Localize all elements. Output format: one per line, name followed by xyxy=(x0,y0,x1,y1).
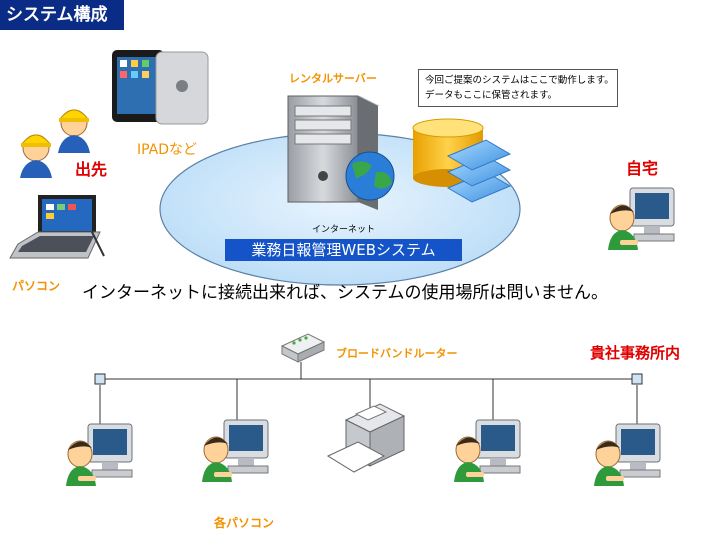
lan-network xyxy=(99,362,638,425)
note-line: 今回ご提案のシステムはここで動作します。 xyxy=(425,75,614,86)
label-rental-server: レンタルサーバー xyxy=(289,72,377,85)
label-office: 貴社事務所内 xyxy=(590,344,681,362)
laptop-icon xyxy=(9,195,105,259)
data-layers-icon xyxy=(446,139,512,203)
office-person-icon xyxy=(593,423,661,487)
diagram-title: システム構成 xyxy=(0,0,124,30)
label-home: 自宅 xyxy=(626,159,659,178)
note-box: 今回ご提案のシステムはここで動作します。 データもここに保管されます。 xyxy=(418,69,618,107)
label-ipad: IPADなど xyxy=(137,142,198,158)
office-person-icon xyxy=(453,419,521,483)
label-router: ブロードバンドルーター xyxy=(336,347,458,360)
system-name-banner: 業務日報管理WEBシステム xyxy=(225,239,462,261)
label-each-pc: 各パソコン xyxy=(214,516,275,530)
printer-icon xyxy=(326,403,406,473)
network-node-left xyxy=(94,373,106,385)
office-person-icon xyxy=(65,423,133,487)
label-internet: インターネット xyxy=(312,225,376,235)
network-node-right xyxy=(631,373,643,385)
router-icon xyxy=(280,333,326,363)
caption-text: インターネットに接続出来れば、システムの使用場所は問いません。 xyxy=(82,283,608,303)
label-pc: パソコン xyxy=(12,279,61,293)
globe-icon xyxy=(345,151,395,201)
ipad-icon xyxy=(112,50,209,125)
label-outside: 出先 xyxy=(75,160,108,179)
home-person-icon xyxy=(607,187,675,251)
office-person-icon xyxy=(201,419,269,483)
note-line: データもここに保管されます。 xyxy=(425,90,558,101)
